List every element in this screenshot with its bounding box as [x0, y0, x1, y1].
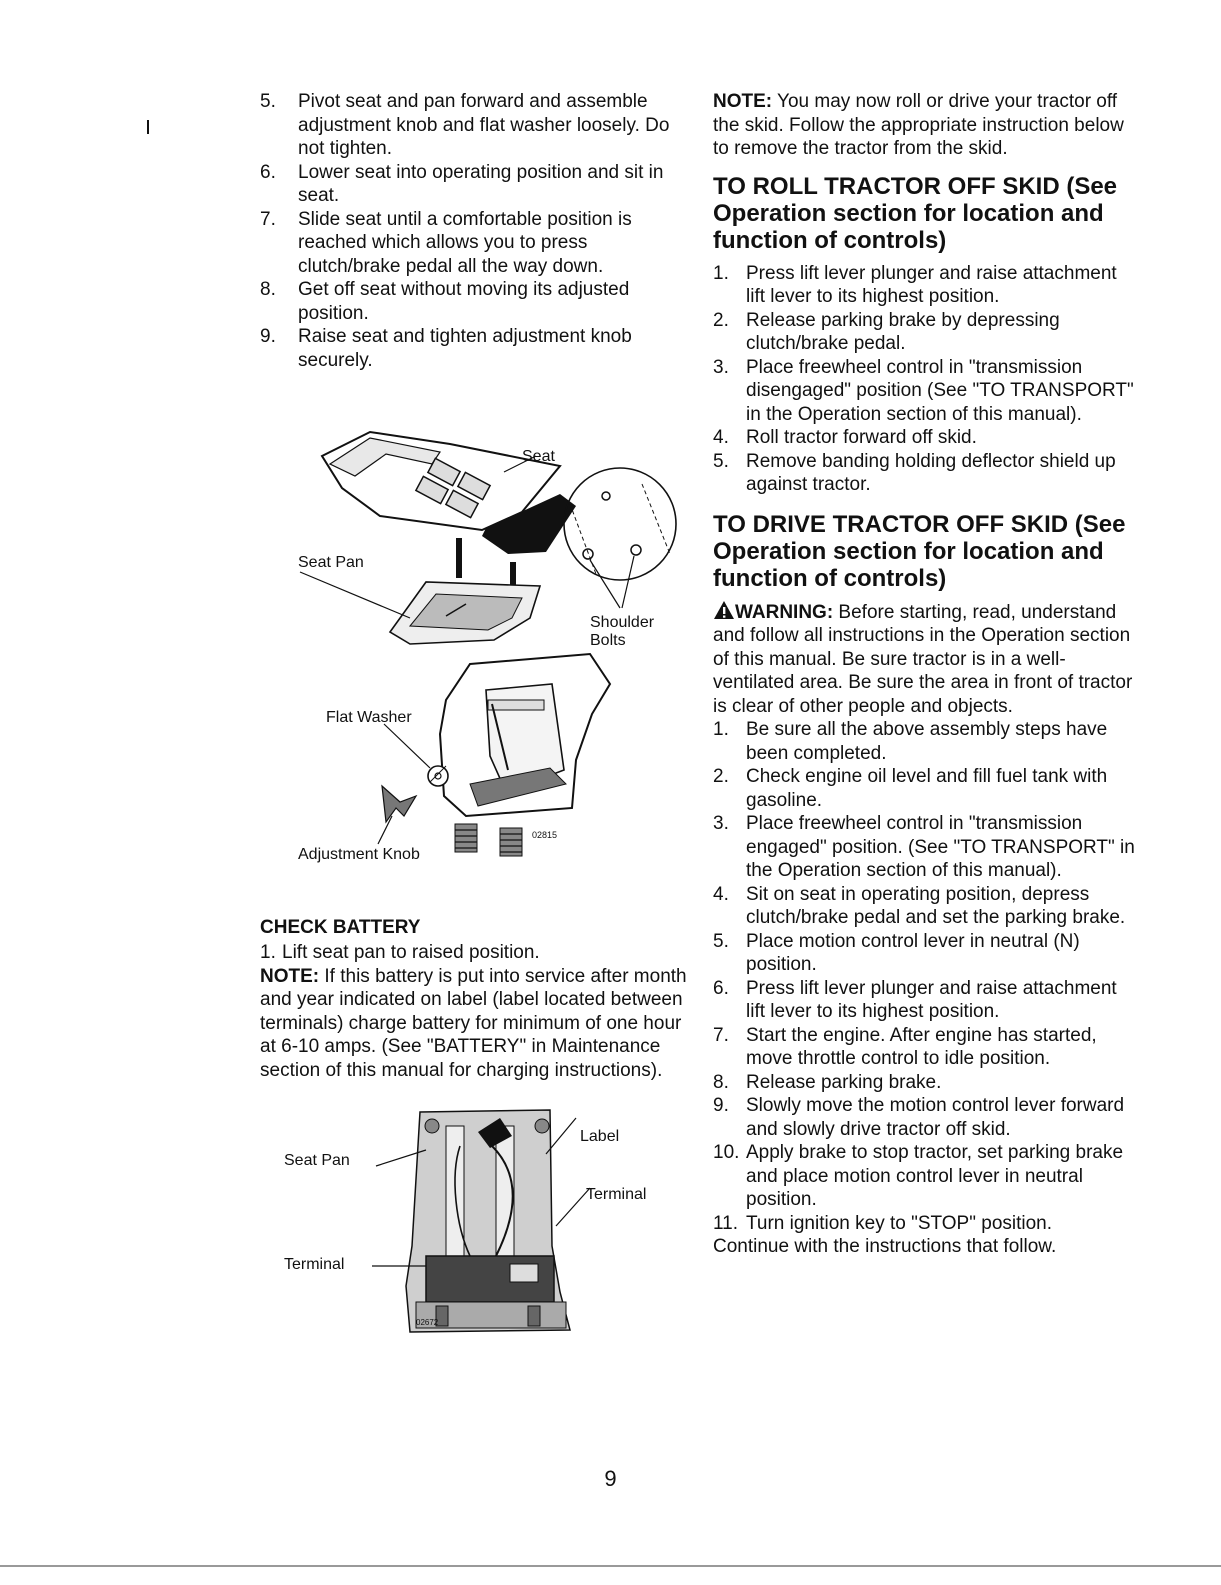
right-note: NOTE: You may now roll or drive your tra…: [713, 91, 1124, 159]
battery-steps-list: 1.Lift seat pan to raised position.: [260, 941, 690, 965]
list-item: 1.Be sure all the above assembly steps h…: [713, 719, 1108, 764]
list-item: 2.Check engine oil level and fill fuel t…: [713, 766, 1108, 811]
drive-tractor-heading: TO DRIVE TRACTOR OFF SKID (See Operation…: [713, 510, 1126, 592]
left-column: 5.Pivot seat and pan forward and assembl…: [260, 90, 690, 1346]
flat-washer-label: Flat Washer: [326, 709, 412, 726]
roll-steps-list: 1.Press lift lever plunger and raise att…: [713, 262, 1138, 497]
list-item: 9.Slowly move the motion control lever f…: [713, 1095, 1125, 1140]
drive-steps-list: 1.Be sure all the above assembly steps h…: [713, 718, 1138, 1235]
check-battery-heading: CHECK BATTERY: [260, 917, 421, 938]
warning-triangle-icon: [714, 600, 734, 619]
list-item: 5.Pivot seat and pan forward and assembl…: [260, 91, 670, 159]
list-item: 9.Raise seat and tighten adjustment knob…: [260, 326, 632, 371]
seat-assembly-figure: Seat Seat Pan Shoulder Bolts Flat Washer…: [260, 404, 690, 894]
roll-tractor-heading: TO ROLL TRACTOR OFF SKID (See Operation …: [713, 172, 1118, 254]
list-item: 11.Turn ignition key to "STOP" position.: [713, 1212, 1053, 1234]
list-item: 4.Sit on seat in operating position, dep…: [713, 883, 1126, 929]
shoulder-bolts-label-line1: Shoulder: [590, 614, 655, 631]
continue-text: Continue with the instructions that foll…: [713, 1236, 1057, 1257]
warning-paragraph: WARNING: Before starting, read, understa…: [713, 600, 1133, 717]
terminal-right-label: Terminal: [586, 1186, 647, 1203]
seat-steps-list: 5.Pivot seat and pan forward and assembl…: [260, 90, 690, 372]
list-item: 6.Press lift lever plunger and raise att…: [713, 977, 1117, 1023]
list-item: 7.Slide seat until a comfortable positio…: [260, 208, 632, 277]
list-item: 10.Apply brake to stop tractor, set park…: [713, 1142, 1124, 1210]
right-column: NOTE: You may now roll or drive your tra…: [713, 90, 1138, 1259]
label-label: Label: [580, 1128, 620, 1145]
margin-mark: [147, 120, 149, 134]
list-item: 5.Place motion control lever in neutral …: [713, 930, 1080, 976]
page-number: 9: [604, 1466, 617, 1491]
list-item: 8.Get off seat without moving its adjust…: [260, 279, 630, 324]
list-item: 1.Lift seat pan to raised position.: [260, 942, 540, 963]
list-item: 6.Lower seat into operating position and…: [260, 161, 664, 207]
battery-note: NOTE: If this battery is put into servic…: [260, 965, 687, 1081]
battery-illustration: [372, 1109, 591, 1333]
seat-assembly-illustration: [299, 430, 677, 857]
bottom-rule: [0, 1565, 1221, 1567]
list-item: 5.Remove banding holding deflector shiel…: [713, 450, 1116, 496]
list-item: 4.Roll tractor forward off skid.: [713, 427, 977, 448]
list-item: 8.Release parking brake.: [713, 1071, 942, 1093]
seat-label: Seat: [522, 448, 555, 465]
list-item: 3.Place freewheel control in "transmissi…: [713, 813, 1135, 881]
adjustment-knob-label: Adjustment Knob: [298, 846, 420, 863]
list-item: 7.Start the engine. After engine has sta…: [713, 1024, 1097, 1070]
battery-figure: Seat Pan Label Terminal Terminal 02672: [260, 1106, 690, 1346]
battery-figure-code: 02672: [416, 1318, 439, 1327]
figure-code: 02815: [532, 830, 558, 840]
seat-pan-label: Seat Pan: [298, 554, 364, 571]
terminal-left-label: Terminal: [284, 1256, 345, 1273]
battery-seat-pan-label: Seat Pan: [284, 1152, 350, 1169]
list-item: 3.Place freewheel control in "transmissi…: [713, 356, 1134, 425]
list-item: 1.Press lift lever plunger and raise att…: [713, 262, 1117, 308]
shoulder-bolts-label-line2: Bolts: [590, 632, 626, 649]
list-item: 2.Release parking brake by depressing cl…: [713, 309, 1060, 355]
